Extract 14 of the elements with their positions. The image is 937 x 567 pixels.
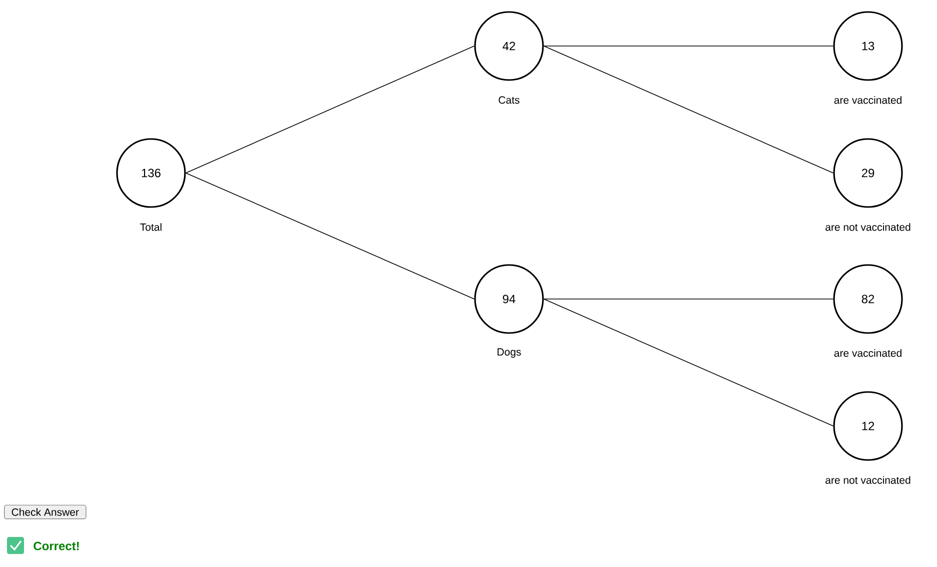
connector-line xyxy=(543,46,834,174)
status-message: Correct! xyxy=(34,542,79,550)
circle-caption: are not vaccinated xyxy=(826,223,910,231)
connector-line xyxy=(185,172,475,300)
connector-line xyxy=(543,298,834,426)
circle-caption: Cats xyxy=(498,96,520,104)
check-answer-button: Check Answer xyxy=(4,504,86,520)
connector-line xyxy=(185,46,475,174)
circle-caption: are vaccinated xyxy=(834,349,902,357)
circle-caption: Dogs xyxy=(498,348,521,358)
connector-line xyxy=(543,298,834,300)
circle-caption: Total xyxy=(140,223,162,231)
circle-caption: are not vaccinated xyxy=(826,476,910,484)
circle-caption: are vaccinated xyxy=(834,96,902,104)
